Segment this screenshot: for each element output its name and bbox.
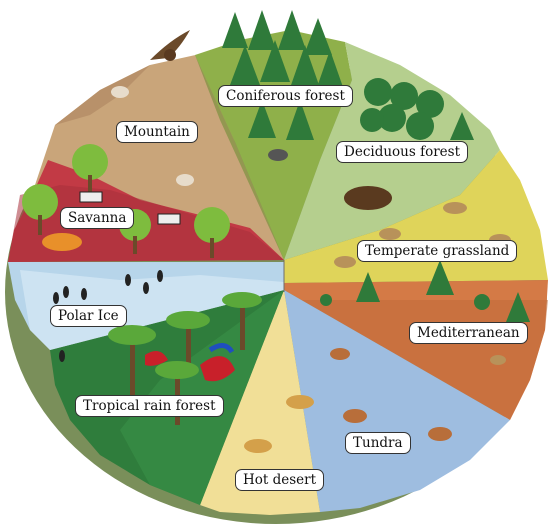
bear-icon (344, 186, 392, 210)
goat-icon (111, 86, 129, 98)
label-coniferous-forest: Coniferous forest (218, 85, 353, 107)
label-tundra: Tundra (345, 432, 411, 454)
wolf-icon (268, 149, 288, 161)
label-mediterranean: Mediterranean (409, 322, 528, 344)
label-tropical-rain-forest: Tropical rain forest (75, 395, 224, 417)
label-polar-ice: Polar Ice (50, 305, 127, 327)
hot-desert-segment (200, 290, 320, 515)
goat-icon-2 (176, 174, 194, 186)
label-mountain: Mountain (116, 121, 198, 143)
tundra-segment (284, 290, 510, 512)
deciduous-trees (360, 78, 474, 140)
mediterranean-trees (320, 260, 530, 322)
label-savanna: Savanna (60, 207, 135, 229)
zebra-icons (79, 191, 181, 225)
coniferous-shade (195, 55, 284, 260)
eagle-icon (150, 30, 190, 61)
deer-icons (330, 348, 452, 441)
penguin-icons (53, 270, 163, 362)
label-temperate-grassland: Temperate grassland (357, 240, 518, 262)
label-deciduous-forest: Deciduous forest (336, 141, 468, 163)
parrot-icons (145, 343, 235, 382)
mountain-ridge (55, 65, 150, 125)
lion-icon (42, 233, 82, 251)
label-hot-desert: Hot desert (235, 469, 325, 491)
conifer-trees (222, 10, 344, 140)
camel-icons (244, 395, 314, 453)
